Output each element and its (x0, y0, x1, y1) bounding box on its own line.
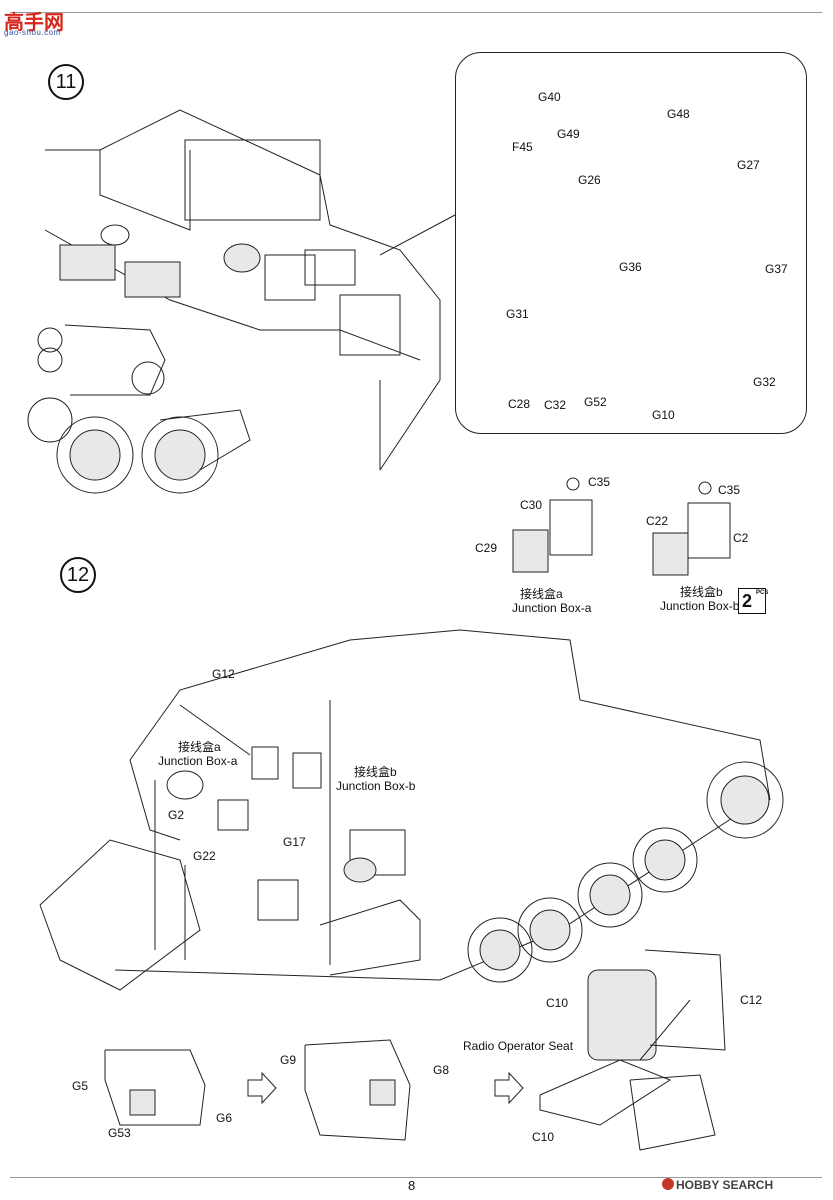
quantity-number: 2 (742, 591, 753, 611)
label-g27: G27 (737, 158, 760, 172)
quantity-badge: 2 PCS (738, 588, 769, 614)
junction-b-c22: C22 (646, 514, 669, 528)
junction-b-title-cn: 接线盒b (680, 585, 723, 599)
detail-inset-frame (455, 52, 807, 434)
label-g48: G48 (667, 107, 690, 121)
junction-b-title-en: Junction Box-b (660, 599, 740, 613)
label-g36: G36 (619, 260, 642, 274)
label-g6: G6 (216, 1111, 233, 1125)
label-g32: G32 (753, 375, 776, 389)
label-g17: G17 (283, 835, 306, 849)
junction-b-c2: C2 (733, 531, 749, 545)
label-g9: G9 (280, 1053, 297, 1067)
quantity-unit: PCS (756, 590, 769, 596)
junction-a-c29: C29 (475, 541, 498, 555)
site-logo-subtitle: gao-shou.com (4, 28, 61, 37)
junction-a-c30: C30 (520, 498, 543, 512)
page-frame (10, 12, 822, 1178)
label-g10: G10 (652, 408, 675, 422)
label-jbb-cn: 接线盒b (354, 765, 397, 779)
label-g37: G37 (765, 262, 788, 276)
label-g53: G53 (108, 1126, 131, 1140)
label-g2: G2 (168, 808, 185, 822)
label-c12: C12 (740, 993, 763, 1007)
junction-a-title-cn: 接线盒a (520, 587, 563, 601)
label-g31: G31 (506, 307, 529, 321)
label-g8: G8 (433, 1063, 450, 1077)
page-number: 8 (408, 1178, 416, 1193)
radio-seat-title: Radio Operator Seat (463, 1039, 574, 1053)
label-jbb-en: Junction Box-b (336, 779, 416, 793)
junction-b-c35: C35 (718, 483, 741, 497)
label-jba-en: Junction Box-a (158, 754, 238, 768)
label-c10-top: C10 (546, 996, 569, 1010)
label-c28: C28 (508, 397, 531, 411)
junction-a-c35: C35 (588, 475, 611, 489)
label-g49: G49 (557, 127, 580, 141)
step-number-11: 11 (48, 64, 84, 100)
label-g12: G12 (212, 667, 235, 681)
step-number-12: 12 (60, 557, 96, 593)
label-g22: G22 (193, 849, 216, 863)
label-jba-cn: 接线盒a (178, 740, 221, 754)
label-g52: G52 (584, 395, 607, 409)
hobby-search-watermark: HOBBY SEARCH (676, 1178, 774, 1192)
label-c10-bottom: C10 (532, 1130, 555, 1144)
junction-a-title-en: Junction Box-a (512, 601, 592, 615)
site-logo: 高手网 (4, 12, 64, 34)
label-g26: G26 (578, 173, 601, 187)
label-g5: G5 (72, 1079, 89, 1093)
label-c32: C32 (544, 398, 567, 412)
label-g40: G40 (538, 90, 561, 104)
label-f45: F45 (512, 140, 533, 154)
hobby-search-logo-icon (662, 1178, 674, 1190)
